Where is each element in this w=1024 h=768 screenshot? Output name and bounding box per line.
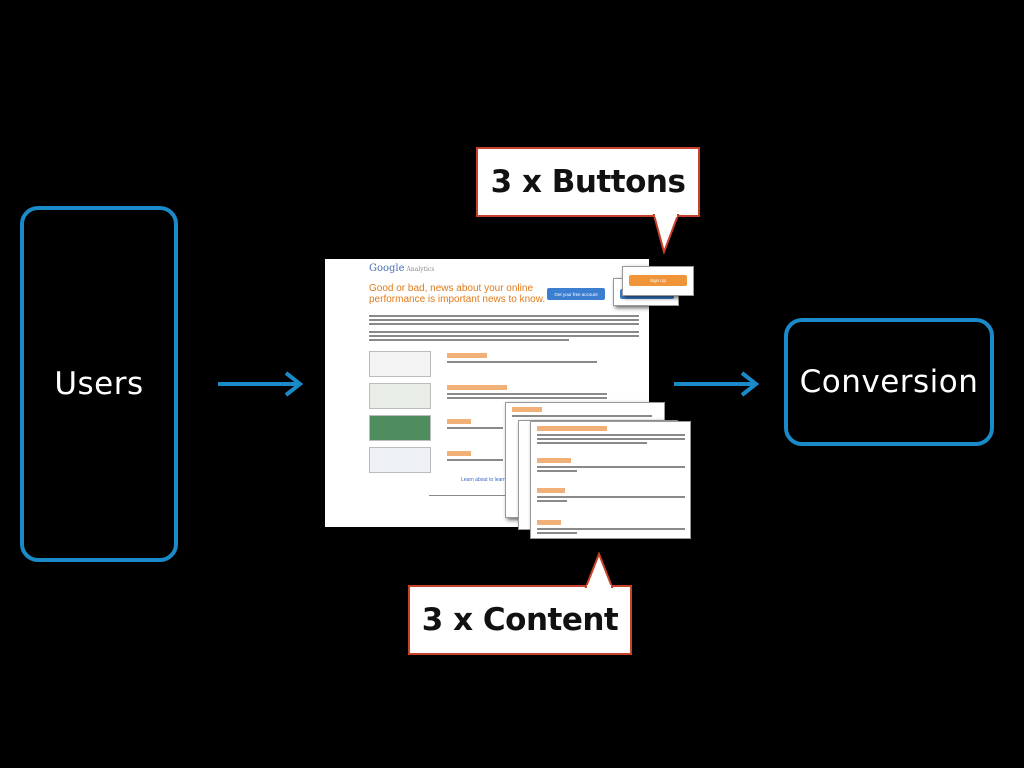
popup-title — [537, 426, 607, 431]
text-line — [369, 319, 639, 321]
text-line — [537, 496, 685, 498]
text-line — [447, 361, 597, 363]
mockup-headline: Good or bad, news about your online perf… — [369, 283, 546, 305]
text-line — [537, 438, 685, 440]
callout-buttons-tail — [652, 214, 680, 254]
section-title — [447, 419, 471, 424]
arrow-page-to-conversion — [674, 371, 760, 397]
text-line — [537, 528, 685, 530]
callout-buttons-label: 3 x Buttons — [490, 164, 686, 200]
popup-title — [537, 458, 571, 463]
conversion-box: Conversion — [784, 318, 994, 446]
text-line — [447, 459, 503, 461]
learn-more-link[interactable]: Learn about to learn more — [461, 477, 519, 483]
text-line — [369, 331, 639, 333]
section-title — [447, 353, 487, 358]
text-line — [369, 335, 639, 337]
feature-thumbnail — [369, 447, 431, 473]
footer-line — [429, 495, 509, 496]
text-line — [537, 470, 577, 472]
conversion-label: Conversion — [799, 364, 979, 400]
text-line — [369, 315, 639, 317]
section-title — [447, 385, 507, 390]
text-line — [537, 500, 567, 502]
callout-content-label: 3 x Content — [421, 602, 619, 638]
text-line — [537, 442, 647, 444]
text-line — [537, 466, 685, 468]
popup-title — [537, 488, 565, 493]
section-title — [447, 451, 471, 456]
content-popup — [530, 421, 691, 539]
arrow-users-to-page — [218, 371, 304, 397]
text-line — [447, 427, 503, 429]
popup-signup-button[interactable]: Sign Up — [629, 275, 687, 286]
button-popup: Sign Up — [622, 266, 694, 296]
callout-buttons: 3 x Buttons — [476, 147, 700, 217]
popup-title — [537, 520, 561, 525]
callout-content: 3 x Content — [408, 585, 632, 655]
text-line — [369, 339, 569, 341]
feature-thumbnail — [369, 351, 431, 377]
text-line — [369, 323, 639, 325]
text-line — [537, 532, 577, 534]
text-line — [512, 415, 652, 417]
text-line — [447, 397, 607, 399]
text-line — [447, 393, 607, 395]
users-box: Users — [20, 206, 178, 562]
users-label: Users — [54, 366, 144, 402]
popup-title — [512, 407, 542, 412]
text-line — [537, 434, 685, 436]
feature-thumbnail — [369, 415, 431, 441]
feature-thumbnail — [369, 383, 431, 409]
mockup-cta-button[interactable]: Get your free account — [547, 288, 605, 300]
callout-content-tail — [584, 552, 614, 588]
